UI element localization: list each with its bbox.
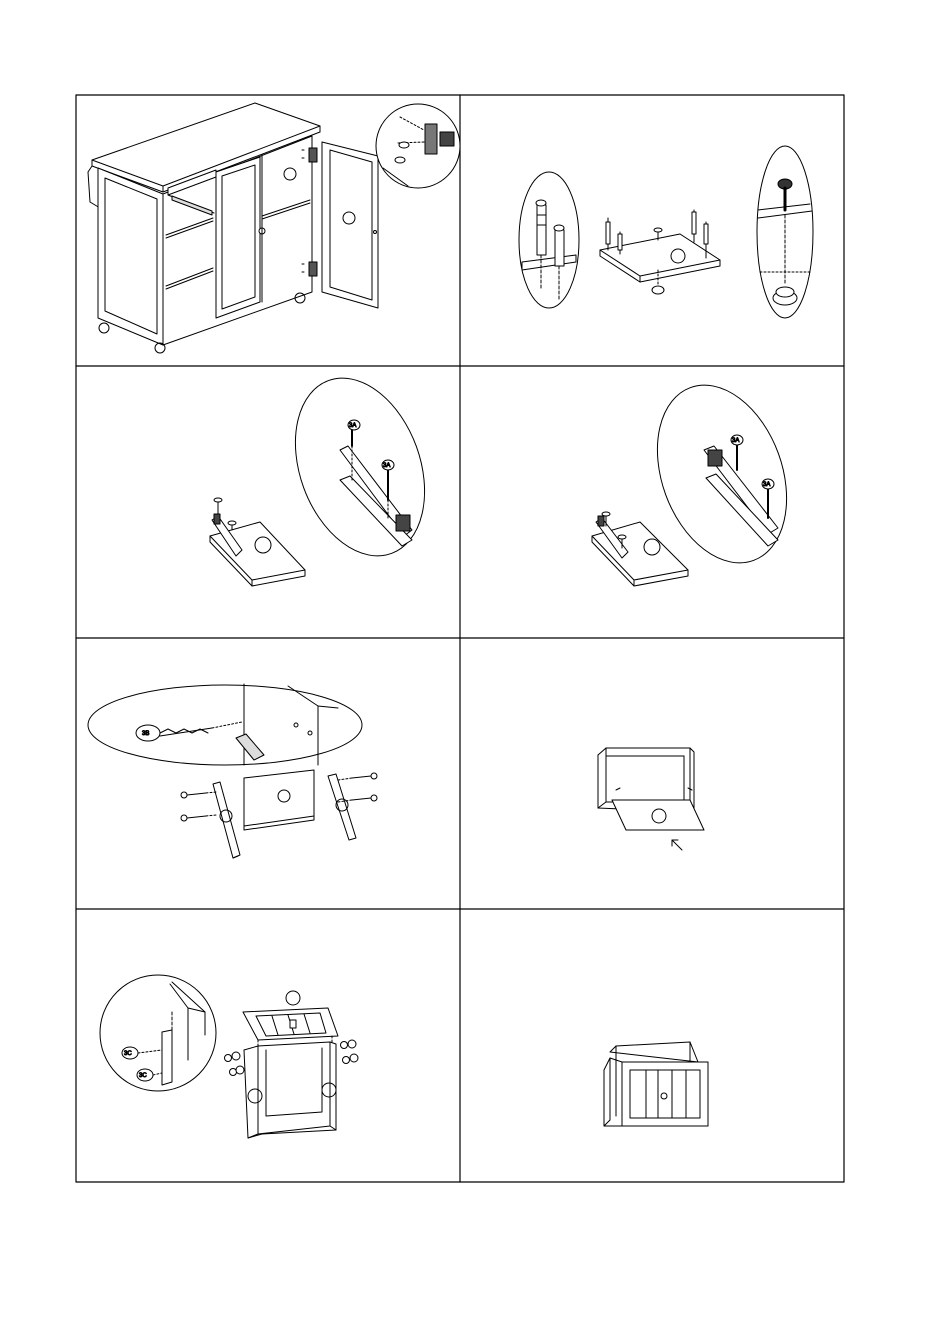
panel-bottom-casters [519,146,813,318]
panel-right-slide-mount: 3A 3A [592,367,810,586]
step-label: 3C [139,1073,147,1079]
panel-drawer-box-screws: 3B [88,684,377,858]
step-label: 3C [124,1051,132,1057]
step-label: 3B [142,731,149,737]
panel-finished-drawer [604,1042,708,1126]
panel-left-slide-mount: 3A 3A [210,360,448,586]
step-label: 3A [349,423,356,429]
step-label: 3A [732,438,739,444]
panel-cabinet-overview [88,103,460,353]
step-label: 3A [383,463,390,469]
panel-drawer-bottom-insert [598,748,704,850]
panel-drawer-front-cam: 3C 3C [100,975,358,1138]
step-label: 3A [763,482,770,488]
